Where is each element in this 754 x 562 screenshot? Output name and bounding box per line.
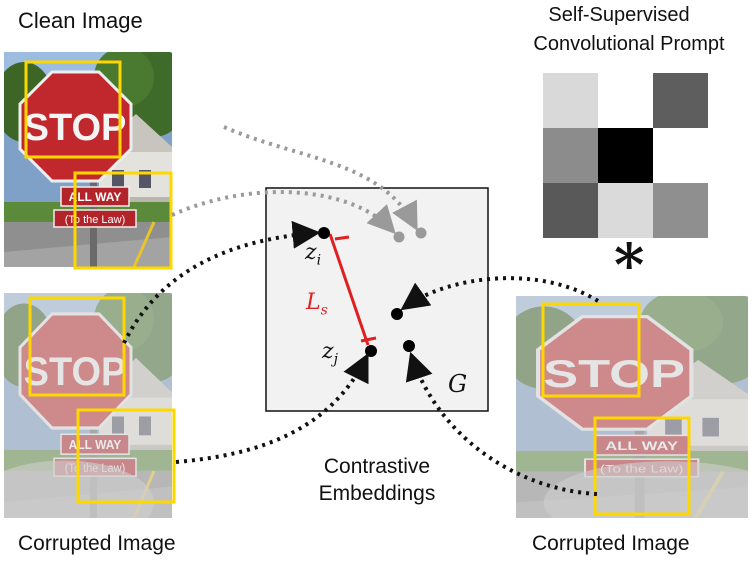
arrow-clean-top	[223, 125, 418, 231]
corrupted-image-label-right: Corrupted Image	[532, 532, 690, 555]
embedding-space-label: G	[448, 370, 468, 398]
embedding-point-clean-a	[393, 231, 405, 243]
clean-image	[4, 52, 173, 270]
corrupted-left-patch-box-top	[28, 296, 126, 397]
contrastive-line1: Contrastive	[323, 455, 431, 478]
prompt-cell-0-1	[598, 73, 653, 128]
prompt-cell-0-2	[653, 73, 708, 128]
convolutional-prompt-grid	[543, 73, 708, 238]
arrow-corrupted-right-top	[400, 276, 600, 311]
corrupted-image-left	[4, 293, 176, 518]
corrupted-image-right	[516, 296, 748, 518]
corrupted-right-patch-box-bottom	[593, 416, 691, 516]
embedding-point-prompted-a	[391, 308, 403, 320]
prompt-title-line2: Convolutional Prompt	[533, 33, 725, 55]
prompt-cell-2-2	[653, 183, 708, 238]
embedding-point-zj	[365, 345, 377, 357]
arrow-clean-bottom	[171, 190, 396, 235]
zi-label: zi	[305, 240, 322, 269]
corrupted-image-label-left: Corrupted Image	[18, 532, 176, 555]
clean-patch-box-bottom	[73, 171, 173, 270]
prompt-cell-1-2	[653, 128, 708, 183]
embedding-point-prompted-b	[403, 340, 415, 352]
prompt-cell-1-1	[598, 128, 653, 183]
loss-label: Ls	[306, 290, 328, 319]
prompt-cell-0-0	[543, 73, 598, 128]
prompt-cell-2-0	[543, 183, 598, 238]
prompt-title-line1: Self-Supervised	[548, 4, 690, 26]
embedding-point-zi	[318, 227, 330, 239]
clean-patch-box-top	[24, 60, 122, 159]
corrupted-left-patch-box-bottom	[76, 408, 176, 504]
arrow-corrupted-left-top	[122, 220, 321, 344]
contrastive-line2: Embeddings	[318, 482, 436, 505]
convolution-operator: *	[614, 231, 645, 299]
zj-label: zj	[322, 339, 338, 368]
contrastive-loss-segment	[328, 233, 377, 346]
prompt-cell-2-1	[598, 183, 653, 238]
embedding-point-clean-b	[415, 227, 427, 239]
corrupted-right-patch-box-top	[541, 302, 641, 398]
prompt-cell-1-0	[543, 128, 598, 183]
clean-image-label: Clean Image	[18, 8, 143, 33]
